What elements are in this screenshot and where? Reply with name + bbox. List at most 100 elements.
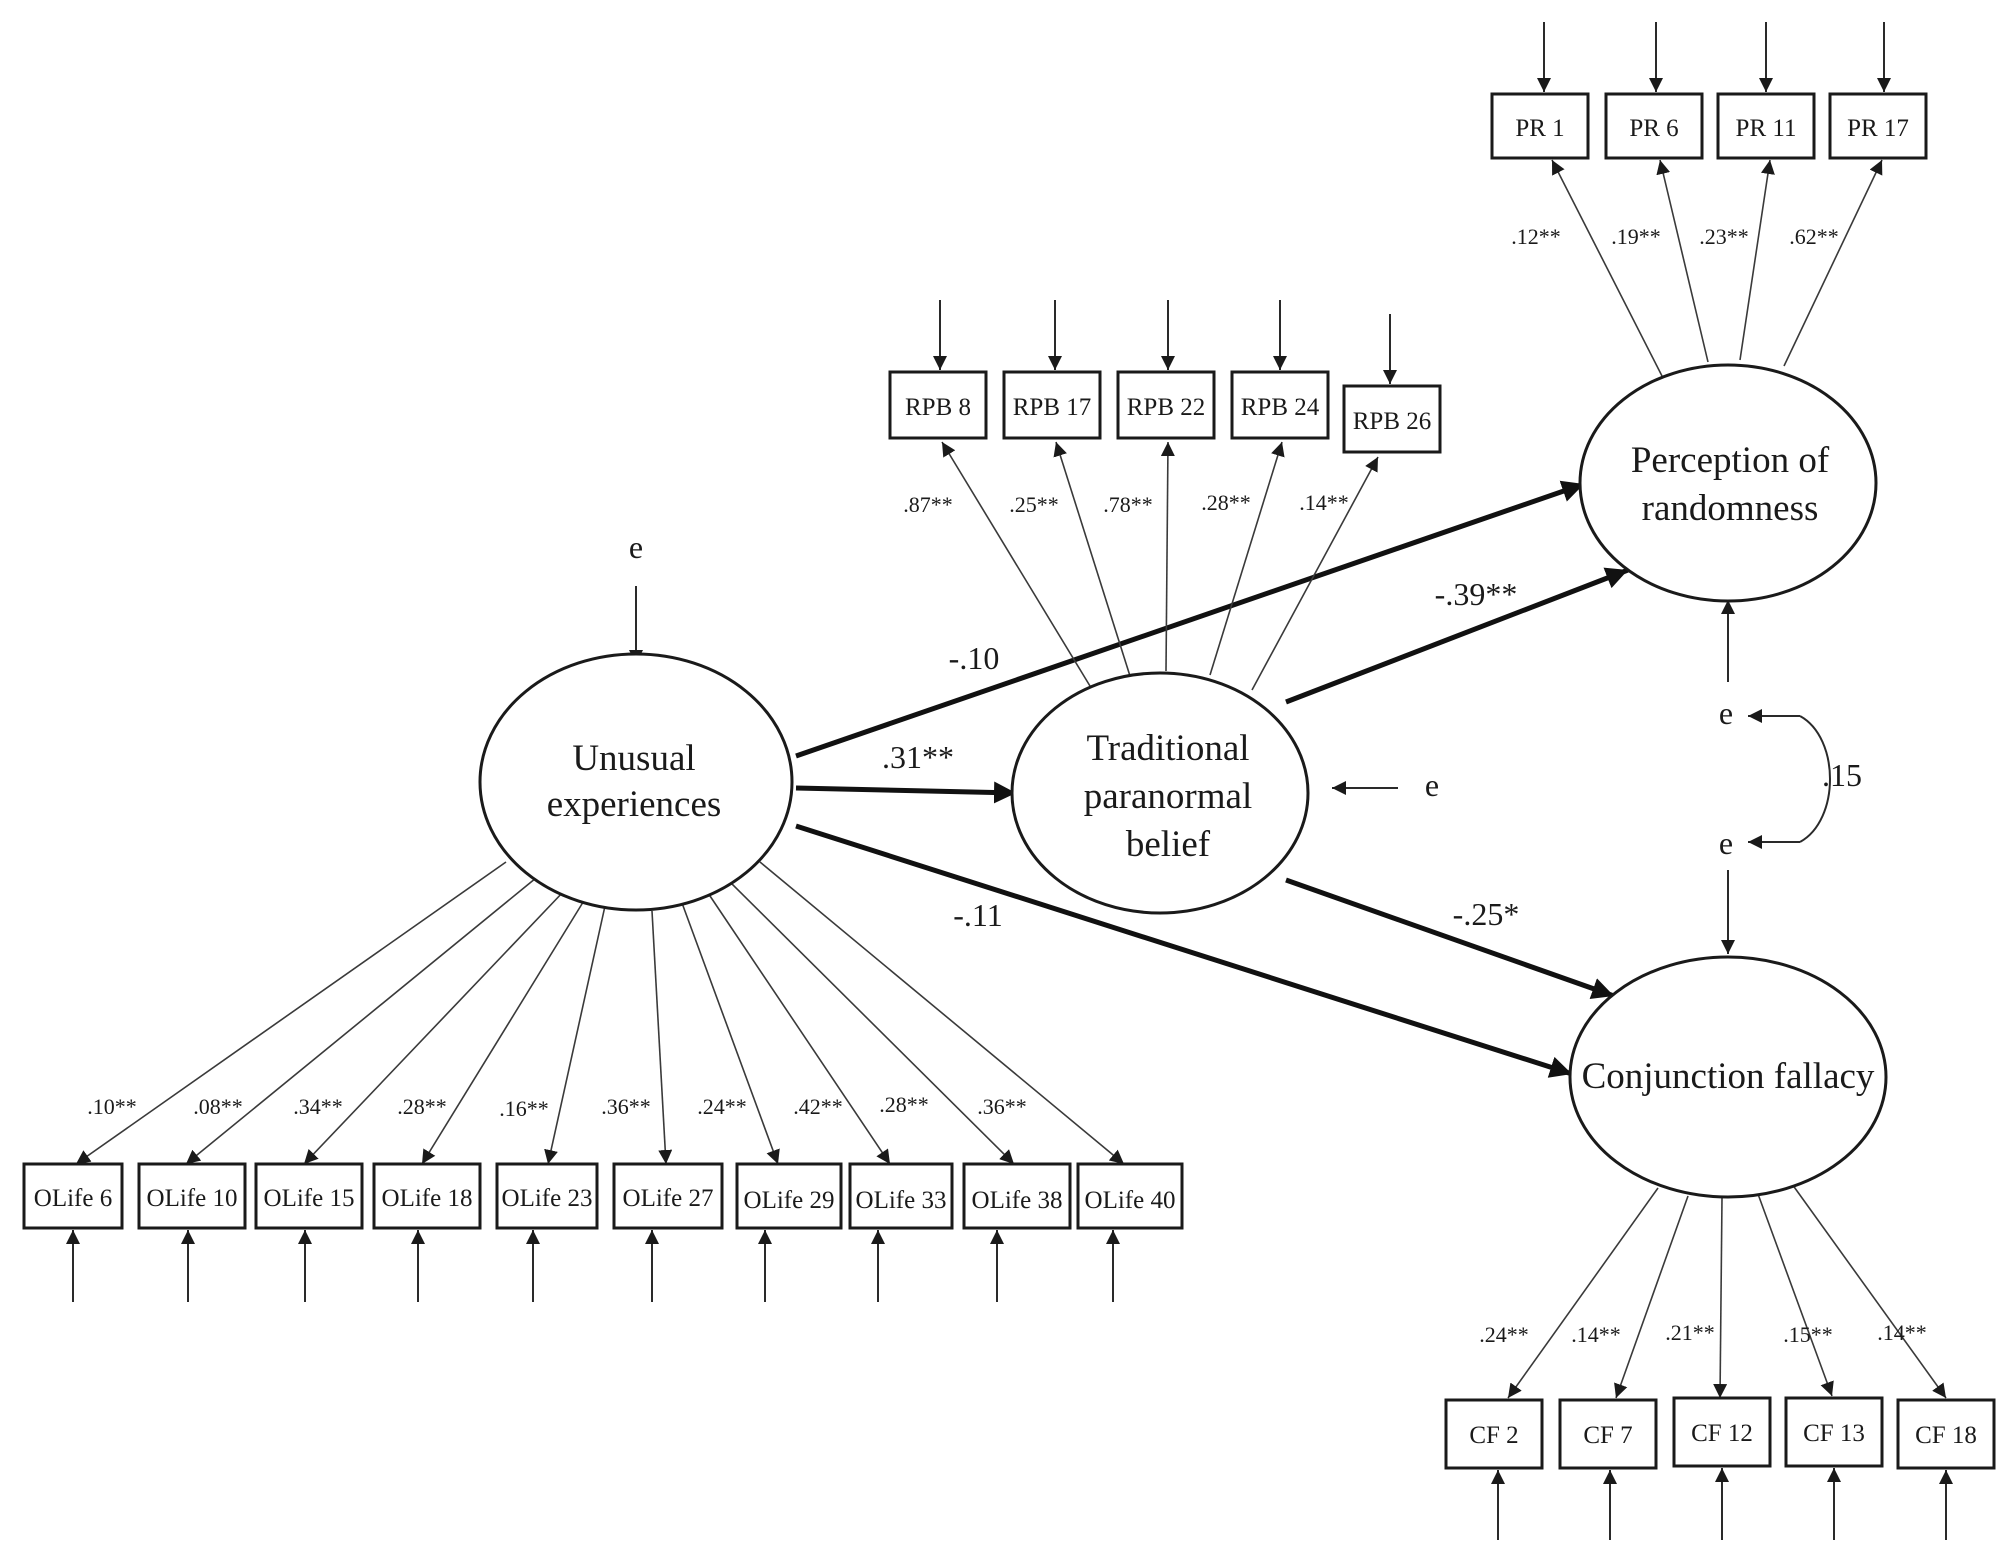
indicator-pr-11: PR 11 (1716, 92, 1816, 160)
latent-perception-of-randomness: Perception of randomness (1578, 363, 1878, 603)
latent-traditional-paranormal-belief: Traditional paranormal belief (1010, 671, 1310, 915)
error-pr: e (1719, 695, 1733, 731)
loading-rpb-26: .14** (1299, 490, 1349, 515)
indicator-olife-18: OLife 18 (372, 1162, 482, 1230)
label-olife-33: OLife 33 (856, 1187, 947, 1214)
loading-olife-10: .08** (193, 1094, 243, 1119)
loading-pr-1: .12** (1511, 224, 1561, 249)
indicator-olife-15: OLife 15 (254, 1162, 364, 1230)
pr-loading-labels: .12** .19** .23** .62** (1511, 224, 1839, 249)
label-olife-15: OLife 15 (264, 1185, 355, 1212)
loading-rpb-22: .78** (1103, 492, 1153, 517)
cf-boxes: CF 2 CF 7 CF 12 CF 13 CF 18 (1444, 1396, 1996, 1470)
coef-tpb-pr: -.39** (1435, 576, 1518, 612)
loading-olife-15: .34** (293, 1094, 343, 1119)
pr-boxes: PR 1 PR 6 PR 11 PR 17 (1490, 92, 1928, 160)
indicator-olife-38: OLife 38 (962, 1162, 1072, 1230)
rpb-loading-labels: .87** .25** .78** .28** .14** (903, 490, 1349, 517)
indicator-pr-6: PR 6 (1604, 92, 1704, 160)
coef-tpb-cf: -.25* (1453, 896, 1520, 932)
indicator-cf-18: CF 18 (1896, 1398, 1996, 1470)
indicator-rpb-22: RPB 22 (1116, 370, 1216, 440)
indicator-rpb-24: RPB 24 (1230, 370, 1330, 440)
loading-pr-11: .23** (1699, 224, 1749, 249)
latent-unusual-experiences: Unusual experiences (478, 652, 794, 912)
label-cf-12: CF 12 (1691, 1420, 1753, 1447)
label-rpb-17: RPB 17 (1013, 394, 1092, 421)
indicator-olife-6: OLife 6 (22, 1162, 124, 1230)
loading-cf-13: .15** (1783, 1322, 1833, 1347)
loading-olife-33: .42** (793, 1094, 843, 1119)
indicator-olife-10: OLife 10 (137, 1162, 247, 1230)
loading-olife-40: .36** (977, 1094, 1027, 1119)
label-cf-7: CF 7 (1583, 1422, 1632, 1449)
indicator-cf-2: CF 2 (1444, 1398, 1544, 1470)
latent-conjunction-fallacy: Conjunction fallacy (1568, 955, 1888, 1199)
error-ue: e (629, 529, 643, 565)
indicator-olife-27: OLife 27 (612, 1162, 724, 1230)
tpb-label-line1: Traditional (1086, 728, 1249, 769)
label-rpb-22: RPB 22 (1127, 394, 1206, 421)
path-tpb-to-pr (1285, 567, 1629, 705)
tpb-label-line3: belief (1126, 824, 1211, 865)
covariance-value: .15 (1822, 757, 1862, 793)
loading-olife-29: .24** (697, 1094, 747, 1119)
loading-rpb-17: .25** (1009, 492, 1059, 517)
label-rpb-8: RPB 8 (905, 394, 971, 421)
cf-label-line1: Conjunction fallacy (1582, 1056, 1875, 1097)
label-olife-23: OLife 23 (502, 1185, 593, 1212)
label-olife-38: OLife 38 (972, 1187, 1063, 1214)
path-ue-to-pr (795, 480, 1585, 759)
loading-rpb-24: .28** (1201, 490, 1251, 515)
label-olife-10: OLife 10 (147, 1185, 238, 1212)
indicator-pr-1: PR 1 (1490, 92, 1590, 160)
label-cf-2: CF 2 (1469, 1422, 1518, 1449)
olife-loading-labels: .10** .08** .34** .28** .16** .36** .24*… (87, 1092, 1027, 1121)
cf-loading-labels: .24** .14** .21** .15** .14** (1479, 1320, 1927, 1347)
label-olife-6: OLife 6 (34, 1185, 112, 1212)
indicator-pr-17: PR 17 (1828, 92, 1928, 160)
label-cf-13: CF 13 (1803, 1420, 1865, 1447)
covariance-arc (1799, 715, 1831, 843)
loading-pr-6: .19** (1611, 224, 1661, 249)
loading-cf-2: .24** (1479, 1322, 1529, 1347)
loading-olife-23: .16** (499, 1096, 549, 1121)
loading-olife-38: .28** (879, 1092, 929, 1117)
loading-rpb-8: .87** (903, 492, 953, 517)
rpb-error-arrows (933, 300, 1397, 384)
rpb-boxes: RPB 8 RPB 17 RPB 22 RPB 24 RPB 26 (888, 370, 1442, 454)
loading-olife-18: .28** (397, 1094, 447, 1119)
label-rpb-24: RPB 24 (1241, 394, 1320, 421)
ue-label-line1: Unusual (572, 738, 695, 779)
error-cf: e (1719, 825, 1733, 861)
loading-cf-12: .21** (1665, 1320, 1715, 1345)
indicator-olife-29: OLife 29 (735, 1162, 843, 1230)
label-pr-1: PR 1 (1515, 115, 1564, 142)
tpb-label-line2: paranormal (1084, 776, 1252, 817)
label-olife-18: OLife 18 (382, 1185, 473, 1212)
path-ue-to-cf (795, 823, 1573, 1078)
pr-loadings (1551, 159, 1883, 377)
pr-label-line1: Perception of (1631, 440, 1830, 481)
path-coefficients: -.10 .31** -.11 -.39** -.25* (882, 576, 1519, 933)
structural-paths (795, 480, 1629, 1078)
olife-boxes: OLife 6 OLife 10 OLife 15 OLife 18 OLife… (22, 1162, 1184, 1230)
error-tpb: e (1425, 767, 1439, 803)
pr-label-line2: randomness (1642, 488, 1819, 529)
label-rpb-26: RPB 26 (1353, 408, 1432, 435)
label-olife-29: OLife 29 (744, 1187, 835, 1214)
olife-error-arrows (66, 1230, 1120, 1302)
label-pr-11: PR 11 (1736, 115, 1797, 142)
label-olife-40: OLife 40 (1085, 1187, 1176, 1214)
indicator-olife-23: OLife 23 (495, 1162, 599, 1230)
indicator-rpb-26: RPB 26 (1342, 384, 1442, 454)
label-pr-6: PR 6 (1629, 115, 1678, 142)
label-cf-18: CF 18 (1915, 1422, 1977, 1449)
loading-cf-18: .14** (1877, 1320, 1927, 1345)
disturbances: e e e e .15 (629, 529, 1862, 954)
ue-label-line2: experiences (547, 784, 722, 825)
path-tpb-to-cf (1285, 877, 1615, 1000)
loading-cf-7: .14** (1571, 1322, 1621, 1347)
pr-error-arrows (1537, 22, 1891, 92)
